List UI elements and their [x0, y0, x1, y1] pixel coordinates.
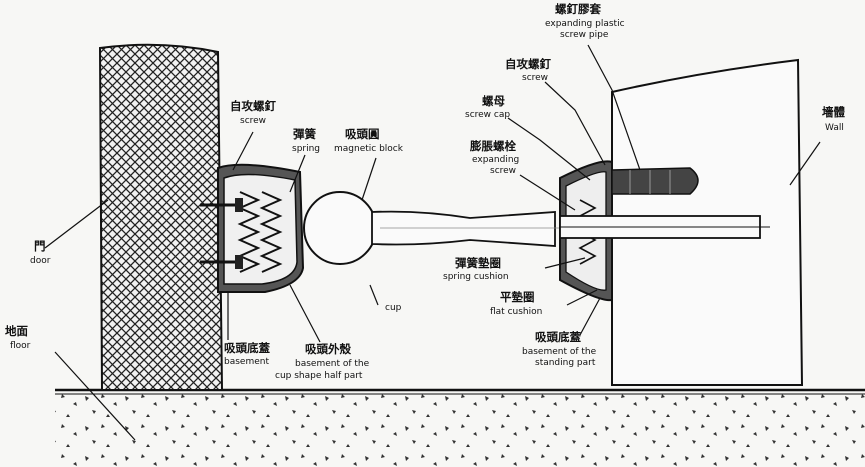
label-basement-en: basement [224, 357, 269, 367]
floor-ground [55, 388, 865, 467]
label-expanding-plastic-zh: 螺釘膠套 [555, 2, 601, 16]
label-door-zh: 門 [34, 239, 46, 253]
label-screw-cap-zh: 螺母 [482, 94, 505, 108]
labels: 螺釘膠套 expanding plastic screw pipe 自攻螺釘 s… [5, 2, 845, 381]
label-door-en: door [30, 256, 51, 266]
label-flat-cushion-zh: 平墊圈 [500, 290, 535, 304]
label-basement-zh: 吸頭底蓋 [224, 341, 270, 355]
label-cup-shape-zh: 吸頭外殼 [305, 342, 351, 356]
label-screw-left-en: screw [240, 116, 266, 126]
label-wall-zh: 墻體 [822, 105, 845, 119]
label-screw-right-en: screw [522, 73, 548, 83]
label-expanding-screw-zh: 膨脹螺栓 [469, 139, 516, 153]
leader-lines [44, 44, 821, 441]
label-cup-shape-en2: cup shape half part [275, 371, 363, 381]
label-standing-en1: basement of the [522, 347, 597, 357]
label-floor-en: floor [10, 341, 31, 351]
label-screw-cap-en: screw cap [465, 110, 510, 120]
label-spring-zh: 彈簧 [293, 127, 316, 141]
label-expanding-plastic-en1: expanding plastic [545, 19, 625, 29]
label-magnetic-block-en: magnetic block [334, 144, 404, 154]
label-expanding-plastic-en2: screw pipe [560, 30, 609, 40]
door-slab [98, 43, 224, 391]
label-floor-zh: 地面 [5, 324, 28, 338]
label-wall-en: Wall [825, 123, 844, 133]
plastic-sleeve [611, 167, 699, 195]
label-standing-zh: 吸頭底蓋 [535, 330, 581, 344]
label-cup-shape-en1: basement of the [295, 359, 370, 369]
label-cup: cup [385, 303, 402, 313]
door-cup-assembly [200, 163, 305, 293]
label-magnetic-block-zh: 吸頭圓 [345, 127, 380, 141]
label-expanding-screw-en1: expanding [472, 155, 519, 165]
label-standing-en2: standing part [535, 358, 596, 368]
wall-cup-assembly [559, 160, 770, 302]
spring-coil [237, 191, 261, 273]
label-spring-cushion-zh: 彈簧墊圈 [455, 256, 501, 270]
label-spring-cushion-en: spring cushion [443, 272, 509, 282]
label-flat-cushion-en: flat cushion [490, 307, 542, 317]
label-screw-left-zh: 自攻螺釘 [230, 99, 276, 113]
label-screw-right-zh: 自攻螺釘 [505, 57, 551, 71]
label-expanding-screw-en2: screw [490, 166, 516, 176]
magnetic-ball-rod [303, 191, 560, 265]
label-spring-en: spring [292, 144, 320, 154]
